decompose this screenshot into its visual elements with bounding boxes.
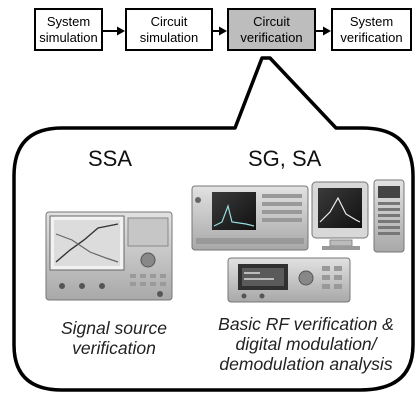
step-label: Circuit verification	[240, 13, 303, 45]
pc-monitor-image	[311, 181, 369, 250]
ssa-caption: Signal source verification	[60, 318, 168, 358]
modular-instrument-image	[373, 179, 405, 253]
step-circuit-verification: Circuit verification	[227, 8, 316, 51]
ssa-heading: SSA	[88, 146, 133, 171]
step-system-verification: System verification	[331, 8, 412, 51]
arrow-1-to-2	[103, 26, 125, 36]
step-label: System simulation	[39, 13, 98, 45]
arrow-3-to-4	[316, 26, 331, 36]
spectrum-analyzer-image	[191, 185, 309, 251]
step-system-simulation: System simulation	[34, 8, 103, 51]
sg-sa-heading: SG, SA	[248, 146, 322, 171]
step-label: System verification	[340, 13, 403, 45]
arrow-2-to-3	[213, 26, 227, 36]
step-circuit-simulation: Circuit simulation	[125, 8, 213, 51]
step-label: Circuit simulation	[139, 13, 199, 45]
sg-sa-caption: Basic RF verification & digital modulati…	[218, 314, 394, 374]
signal-generator-image	[227, 257, 351, 303]
flow-arrows	[103, 26, 331, 36]
signal-source-analyzer-image	[45, 211, 173, 301]
